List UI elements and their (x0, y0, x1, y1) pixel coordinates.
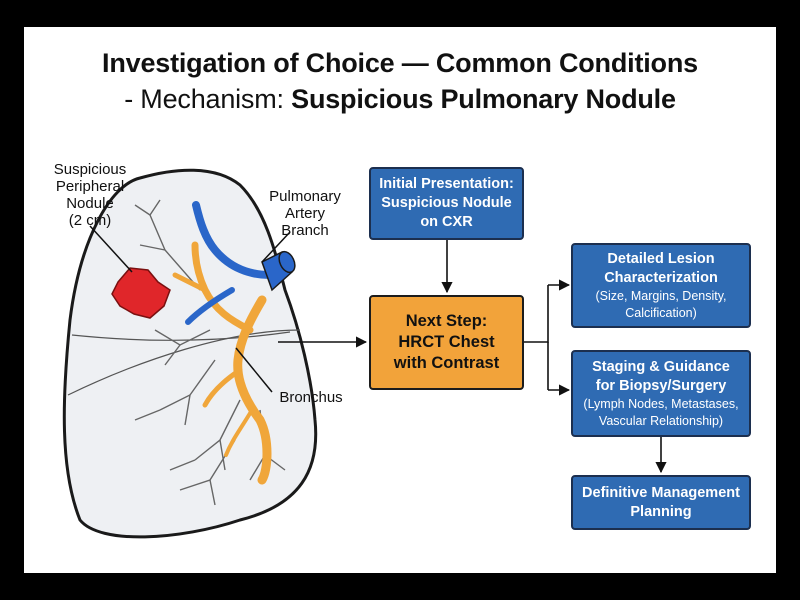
bronchus-label: Bronchus (279, 389, 343, 406)
box-detail-line: Calcification) (625, 305, 697, 320)
nodule-label-line: Nodule (66, 195, 114, 212)
artery-label-line: Artery (284, 205, 325, 222)
definitive-management-box: Definitive Management Planning (571, 475, 751, 530)
artery-label-line: Branch (281, 222, 329, 239)
box-line: with Contrast (393, 354, 500, 372)
box-line: Planning (630, 503, 692, 520)
artery-label-line: Pulmonary (269, 188, 341, 205)
fissure-lower (67, 329, 301, 396)
nodule-leader (89, 225, 133, 273)
artery-shape (192, 201, 274, 279)
title-line-1: Investigation of Choice — Common Conditi… (102, 48, 698, 78)
fissure-upper (71, 331, 291, 341)
artery-branch (185, 287, 235, 325)
box-line: Definitive Management (582, 484, 740, 501)
initial-presentation-box: Initial Presentation: Suspicious Nodule … (369, 167, 524, 240)
lesion-characterization-box: Detailed Lesion Characterization (Size, … (571, 243, 751, 328)
box-line: Initial Presentation: (379, 176, 514, 192)
connector-branch (523, 285, 549, 343)
title-condition: Suspicious Pulmonary Nodule (291, 84, 676, 114)
bronchus-branch-3 (224, 408, 254, 457)
nodule-label: Suspicious Peripheral Nodule (2 cm) (30, 161, 150, 229)
nodule-label-line: Peripheral (55, 178, 125, 195)
artery-leader (261, 231, 291, 263)
box-line: on CXR (420, 214, 473, 230)
next-step-box: Next Step: HRCT Chest with Contrast (369, 295, 524, 390)
box-line: Detailed Lesion (607, 250, 715, 267)
box-detail-line: (Size, Margins, Density, (595, 288, 727, 303)
box-line: Next Step: (405, 312, 488, 330)
bronchus-leader (235, 347, 273, 393)
staging-guidance-box: Staging & Guidance for Biopsy/Surgery (L… (571, 350, 751, 437)
box-line: for Biopsy/Surgery (595, 377, 727, 394)
bronchus-branch-4 (172, 272, 208, 293)
nodule-label-line: Suspicious (53, 161, 127, 178)
bronchus-branch-2 (202, 367, 243, 408)
title-prefix: - Mechanism: (124, 84, 292, 114)
box-line: HRCT Chest (398, 333, 495, 351)
nodule-label-line: (2 cm) (68, 212, 112, 229)
box-line: Suspicious Nodule (381, 195, 512, 211)
nodule-shape (111, 267, 171, 319)
title-line-2: - Mechanism: Suspicious Pulmonary Nodule (0, 84, 800, 115)
box-detail-line: Vascular Relationship) (598, 413, 724, 428)
artery-opening (278, 250, 296, 274)
box-line: Characterization (604, 269, 718, 286)
lung-outline (62, 168, 318, 539)
box-detail-line: (Lymph Nodes, Metastases, (583, 396, 739, 411)
box-line: Staging & Guidance (592, 358, 730, 375)
artery-label: Pulmonary Artery Branch (250, 188, 360, 239)
